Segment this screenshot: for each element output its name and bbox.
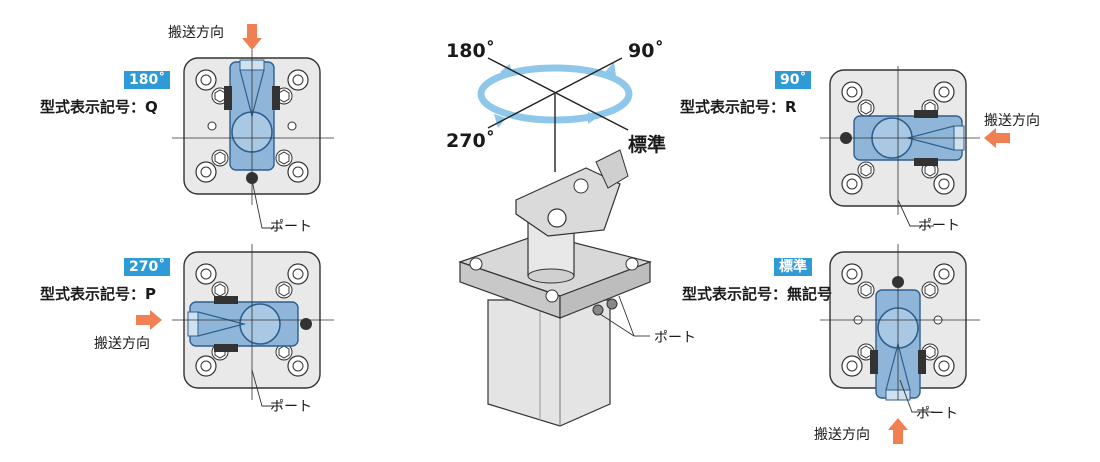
port-label-180: ポート [270,219,312,235]
view-270-drawing [136,244,334,407]
direction-arrow-90 [984,128,1010,148]
rotation-ring [477,57,633,172]
direction-label-180: 搬送方向 [168,25,224,41]
port-label-standard: ポート [916,406,958,422]
view-standard-drawing [820,244,980,444]
direction-label-90: 搬送方向 [984,113,1040,129]
direction-arrow-180 [242,24,262,50]
model-code-standard: 型式表示記号：無記号 [682,285,833,303]
direction-arrow-standard [888,418,908,444]
rotation-label-standard: 標準 [628,134,667,156]
rotation-label-270: 270˚ [446,130,496,152]
tag-180: 180˚ [124,71,171,89]
port-label-90: ポート [918,218,960,234]
direction-label-standard: 搬送方向 [814,427,870,443]
center-port-label: ポート [654,330,696,346]
tag-270: 270˚ [124,258,171,276]
clamp-cylinder [458,149,652,427]
rotation-label-180: 180˚ [446,40,496,62]
tag-90: 90˚ [775,71,812,89]
rotation-label-90: 90˚ [628,40,664,62]
direction-arrow-270 [136,310,162,330]
model-code-180: 型式表示記号：Q [40,98,158,116]
model-code-270: 型式表示記号：P [40,285,156,303]
model-code-90: 型式表示記号：R [680,98,797,116]
view-180-drawing [172,24,334,229]
port-label-270: ポート [270,399,312,415]
tag-standard: 標準 [774,258,812,276]
view-90-drawing [820,66,1010,227]
direction-label-270: 搬送方向 [94,336,150,352]
